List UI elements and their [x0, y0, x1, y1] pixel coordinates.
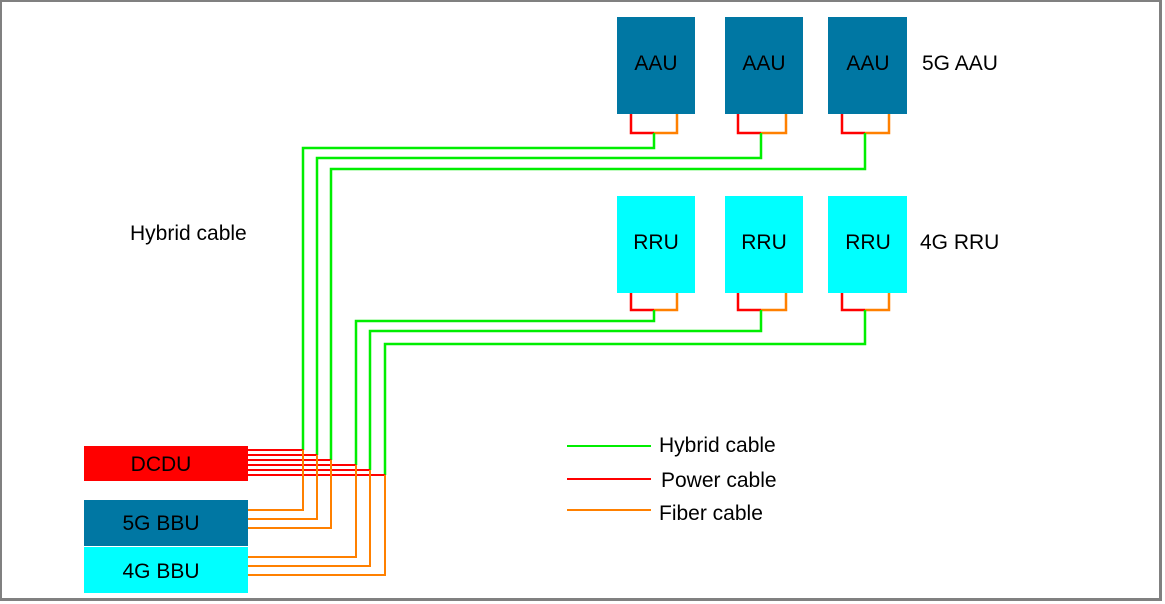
aau-unit-label: AAU — [846, 52, 889, 75]
bbu-4g-fiber-cable — [248, 470, 371, 567]
rru-unit-label: RRU — [845, 231, 891, 254]
hybrid-cable-rru — [383, 310, 867, 475]
rru-power-breakout — [840, 293, 865, 312]
hybrid-cable-aau — [315, 133, 763, 455]
bbu-4g-box — [84, 547, 248, 593]
rru-group: RRU RRU RRU 4G RRU — [617, 196, 999, 293]
legend-label-power: Power cable — [661, 469, 777, 492]
rru-fiber-breakout — [761, 293, 788, 312]
aau-unit-box — [617, 17, 695, 114]
rru-unit-label: RRU — [633, 231, 679, 254]
bbu-5g-fiber-cable — [248, 450, 304, 511]
legend-label-fiber: Fiber cable — [659, 502, 763, 525]
equipment-rack: DCDU 5G BBU 4G BBU — [84, 446, 248, 593]
aau-unit-box — [828, 17, 907, 114]
aau-power-breakout — [840, 114, 865, 135]
aau-group: AAU AAU AAU 5G AAU — [617, 17, 998, 114]
legend: Hybrid cable Power cable Fiber cable — [567, 434, 777, 525]
hybrid-cable-annotation: Hybrid cable — [130, 222, 247, 245]
aau-fiber-breakout — [865, 114, 891, 135]
aau-unit-label: AAU — [742, 52, 785, 75]
bbu-5g-label: 5G BBU — [122, 512, 199, 535]
dcdu-box — [84, 446, 248, 481]
rru-unit-box — [725, 196, 803, 293]
bbu-4g-fiber-cable — [248, 475, 386, 576]
rru-group-label: 4G RRU — [920, 231, 999, 254]
rru-unit-box — [617, 196, 695, 293]
rru-fiber-breakout — [654, 293, 679, 312]
hybrid-cable-aau — [329, 133, 867, 460]
rru-unit-box — [828, 196, 907, 293]
dcdu-label: DCDU — [131, 453, 192, 476]
rru-power-breakout — [736, 293, 761, 312]
bbu-4g-fiber-cable — [248, 465, 357, 558]
aau-fiber-breakout — [761, 114, 788, 135]
aau-unit-label: AAU — [634, 52, 677, 75]
hybrid-cable-rru — [354, 310, 656, 465]
hybrid-cable-aau — [301, 133, 656, 450]
rru-power-breakout — [629, 293, 654, 312]
bbu-5g-box — [84, 500, 248, 546]
aau-group-label: 5G AAU — [922, 52, 998, 75]
legend-label-hybrid: Hybrid cable — [659, 434, 776, 457]
hybrid-cable-rru — [368, 310, 763, 470]
bbu-5g-fiber-cable — [248, 460, 332, 529]
rru-unit-label: RRU — [741, 231, 787, 254]
bbu-5g-fiber-cable — [248, 455, 318, 520]
aau-power-breakout — [629, 114, 654, 135]
bbu-4g-label: 4G BBU — [122, 560, 199, 583]
aau-unit-box — [725, 17, 803, 114]
rru-fiber-breakout — [865, 293, 891, 312]
aau-fiber-breakout — [654, 114, 679, 135]
aau-power-breakout — [736, 114, 761, 135]
cables — [248, 114, 891, 576]
